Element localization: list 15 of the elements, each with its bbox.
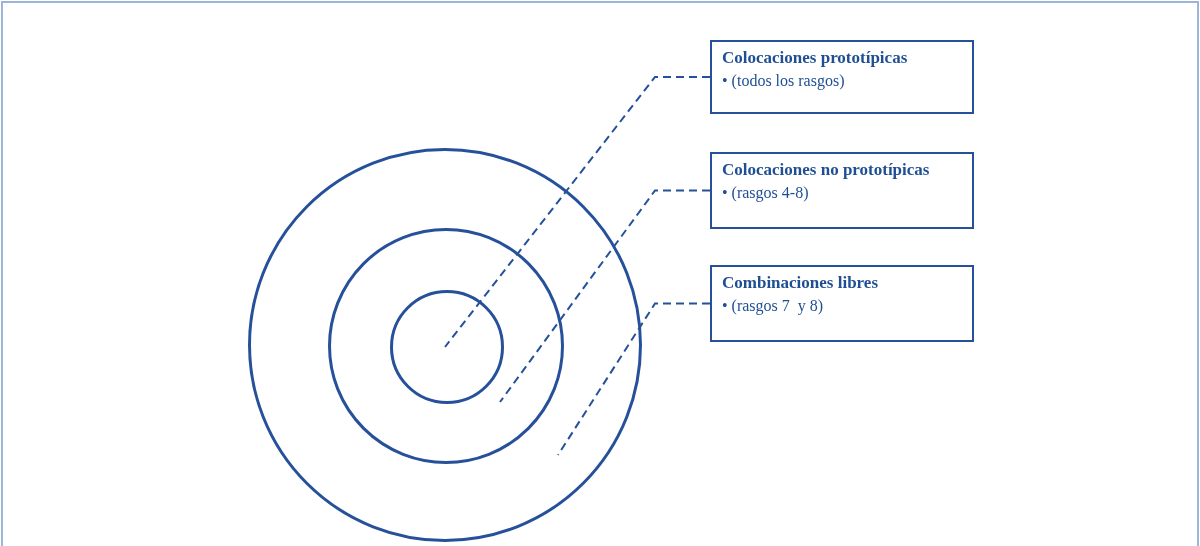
middle-circle — [328, 228, 564, 464]
leader-line — [499, 189, 711, 403]
box-heading: Colocaciones prototípicas — [722, 48, 909, 68]
leader-line — [557, 302, 711, 456]
box-heading: Colocaciones no prototípicas — [722, 160, 931, 180]
text-box — [710, 40, 974, 114]
bullet-item: • (todos los rasgos) — [722, 72, 846, 90]
leader-line — [444, 76, 711, 348]
bullet-item: • (rasgos 4-8) — [722, 184, 810, 202]
text-box — [710, 152, 974, 229]
bullet-item: • (rasgos 7 y 8) — [722, 297, 825, 315]
text-box — [710, 265, 974, 342]
box-heading: Combinaciones libres — [722, 273, 879, 293]
outer-circle — [248, 148, 642, 542]
inner-circle — [390, 290, 504, 404]
